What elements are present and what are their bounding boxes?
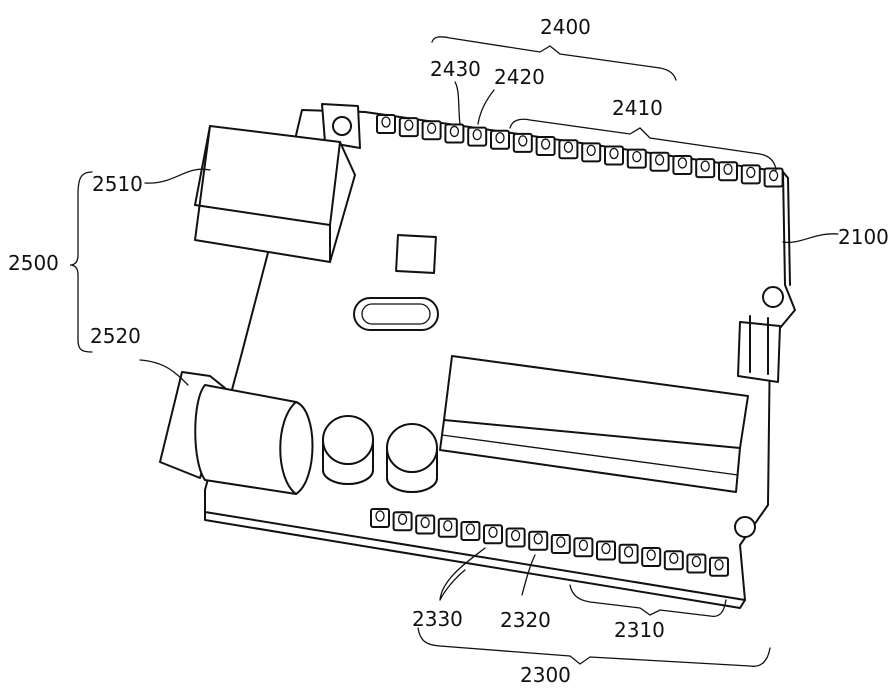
brace-2410 [509,118,777,171]
bottom-header-pin [686,553,707,574]
bottom-header-pin [415,514,436,535]
power-jack [159,371,314,495]
top-header-pin [490,129,510,150]
leader-2330a [439,547,486,601]
bottom-header-pin [392,511,413,532]
top-header-pin [763,167,784,188]
top-header-pin [672,154,693,175]
brace-2300 [417,627,771,667]
leader-2320 [521,554,536,596]
crystal-oscillator [353,297,439,331]
label-2400: 2400 [540,15,591,39]
label-2320: 2320 [500,608,551,632]
label-2300: 2300 [520,663,571,687]
top-header-pin [740,164,761,185]
leader-2520 [139,359,189,386]
reference-brackets [69,36,839,667]
leader-2430 [454,81,461,125]
microcontroller-chip [439,355,749,493]
label-2510: 2510 [92,172,143,196]
bottom-header-pin [573,537,594,558]
label-2330: 2330 [412,607,463,631]
leader-2420 [477,89,495,125]
label-2410: 2410 [612,96,663,120]
brace-2500 [69,171,93,353]
bottom-header-pin [483,524,503,545]
top-header-pin [376,114,396,134]
bottom-header-pin [505,527,526,548]
top-header-pin [649,151,670,172]
bottom-header-pin [709,556,729,577]
label-2520: 2520 [90,324,141,348]
bottom-header-pin [528,530,549,551]
usb-connector [194,125,356,263]
top-header-pin [718,161,738,182]
capacitors [322,415,438,493]
top-header-pin [398,117,419,138]
mounting-hole-bottom [734,516,756,538]
bottom-header-pin [663,550,684,571]
top-header-pin [695,158,716,179]
square-chip [395,234,437,274]
label-2500: 2500 [8,251,59,275]
bottom-header-pin [641,547,662,567]
bottom-header-pin [370,508,390,528]
bottom-header-pin [437,517,458,538]
bottom-header-pin [550,534,571,554]
top-header-pin [512,132,533,153]
top-header-pin [444,123,465,144]
top-header-pin [558,139,579,160]
brace-2310 [569,584,727,618]
bottom-header-pin [618,543,639,564]
mounting-hole-top [762,286,784,308]
label-2420: 2420 [494,65,545,89]
label-2100: 2100 [838,225,889,249]
bottom-header-pin [596,540,616,561]
top-pin-header [376,114,784,188]
top-header-pin [467,126,488,147]
bottom-pin-header [370,508,729,577]
top-header-pin [535,136,556,157]
reference-labels: 2400 2430 2420 2410 2510 2500 2100 2520 … [8,15,889,687]
top-header-pin [626,148,647,169]
brace-2400 [431,36,677,81]
top-header-pin [581,142,602,163]
reset-switch [321,103,361,149]
label-2310: 2310 [614,618,665,642]
leader-2510 [144,168,211,184]
top-header-pin [604,145,624,166]
top-header-pin [421,120,442,141]
label-2430: 2430 [430,57,481,81]
leader-2330b [439,569,466,601]
leader-2100 [782,233,839,244]
icsp-header [737,315,781,383]
bottom-header-pin [460,521,481,541]
